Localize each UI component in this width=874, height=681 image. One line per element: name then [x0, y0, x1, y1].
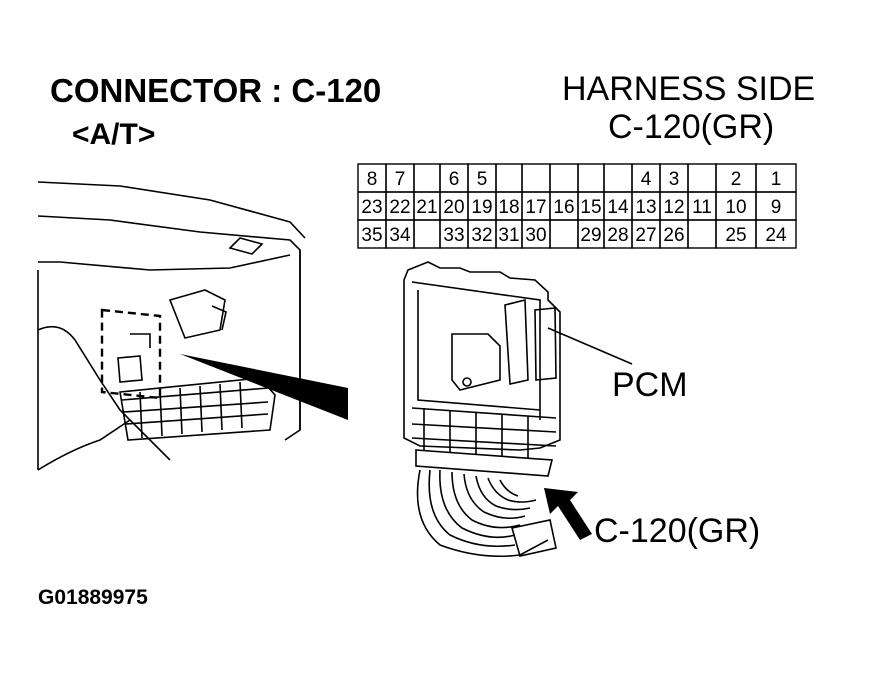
connector-arrow-icon	[544, 488, 592, 540]
pin-cell	[755, 219, 797, 249]
pin-cell	[577, 163, 605, 193]
pin-number: 7	[395, 169, 406, 190]
pin-number: 16	[553, 197, 574, 218]
pin-number: 8	[367, 169, 378, 190]
pin-number: 24	[765, 225, 787, 246]
figure-id: G01889975	[38, 586, 148, 609]
pin-number: 13	[635, 197, 656, 218]
pin-number: 1	[771, 169, 782, 190]
pin-number: 2	[731, 169, 742, 190]
pin-number: 14	[607, 197, 629, 218]
pin-number: 20	[443, 197, 464, 218]
pcm-label: PCM	[612, 366, 688, 404]
pin-cell	[549, 219, 579, 249]
pin-number: 9	[771, 197, 782, 218]
pin-cell	[521, 163, 551, 193]
pin-cell	[687, 163, 717, 193]
pin-number: 29	[580, 225, 601, 246]
pin-number: 23	[361, 197, 382, 218]
connector-callout-label: C-120(GR)	[594, 512, 761, 550]
pin-cell	[495, 163, 523, 193]
pin-number: 18	[498, 197, 519, 218]
pin-cell	[687, 219, 717, 249]
harness-side-label: HARNESS SIDE	[562, 70, 816, 108]
dashboard-illustration-icon	[37, 181, 306, 471]
pin-cell	[603, 163, 633, 193]
transmission-type-label: <A/T>	[72, 118, 156, 151]
pin-number: 17	[525, 197, 546, 218]
pin-number: 26	[663, 225, 684, 246]
connector-title: CONNECTOR : C-120	[50, 72, 382, 109]
pin-number: 3	[669, 169, 680, 190]
pin-number: 25	[725, 225, 746, 246]
pin-number: 27	[635, 225, 656, 246]
pin-number: 19	[471, 197, 492, 218]
pin-cell	[413, 163, 441, 193]
pcm-leader-line	[547, 327, 633, 365]
pin-number: 28	[607, 225, 628, 246]
pointer-wedge-icon	[180, 354, 348, 420]
pin-number: 31	[498, 225, 519, 246]
pin-number: 15	[580, 197, 601, 218]
pin-number: 34	[389, 225, 411, 246]
pin-number: 33	[443, 225, 464, 246]
pin-number: 35	[361, 225, 382, 246]
pin-number: 22	[389, 197, 410, 218]
pin-number: 10	[725, 197, 746, 218]
pin-cell	[549, 163, 579, 193]
pin-number: 30	[525, 225, 546, 246]
pin-number: 11	[692, 197, 712, 218]
pin-number: 5	[477, 169, 488, 190]
pin-number: 32	[471, 225, 492, 246]
pin-number: 4	[641, 169, 652, 190]
pin-number: 6	[449, 169, 460, 190]
pin-cell	[413, 219, 441, 249]
pin-number: 12	[663, 197, 684, 218]
pcm-module-illustration-icon	[403, 261, 561, 557]
pin-number: 21	[416, 197, 437, 218]
harness-connector-id: C-120(GR)	[608, 108, 775, 146]
